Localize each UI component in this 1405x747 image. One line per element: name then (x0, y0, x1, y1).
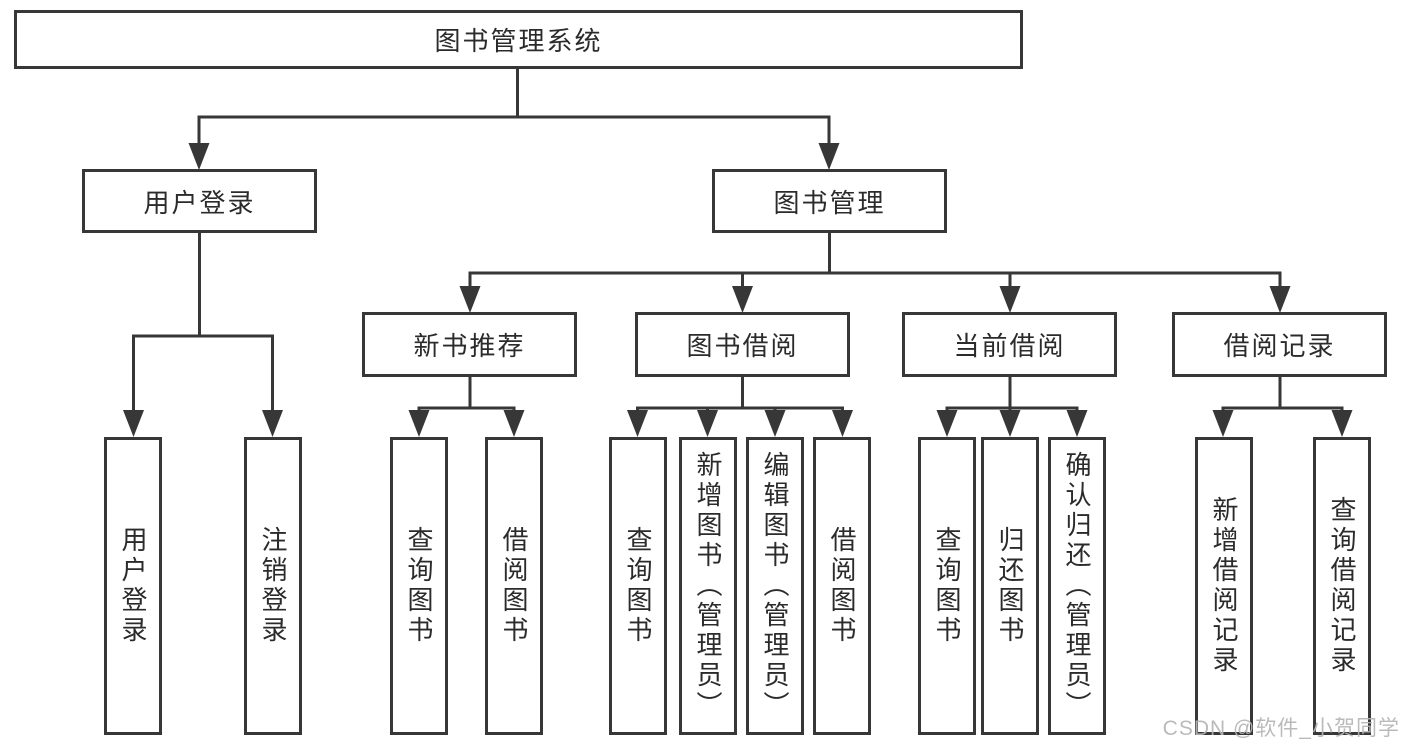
arrowhead (936, 410, 958, 437)
leaf-add-books-admin: 新增图书（管理员） (679, 437, 737, 735)
leaf-return-books: 归还图书 (981, 437, 1039, 735)
leaf-query-books-recommend: 查询图书 (390, 437, 448, 735)
node-user-login: 用户登录 (82, 169, 317, 233)
leaf-query-books-current: 查询图书 (918, 437, 976, 735)
arrowhead (1066, 410, 1088, 437)
arrowhead (764, 410, 786, 437)
leaf-borrow-books: 借阅图书 (813, 437, 871, 735)
arrowhead (832, 410, 853, 437)
arrowhead (408, 410, 430, 437)
leaf-edit-books-admin: 编辑图书（管理员） (746, 437, 804, 735)
node-borrow-records: 借阅记录 (1172, 312, 1387, 377)
connector-borrow-branch (636, 377, 844, 431)
arrowhead (732, 286, 753, 313)
arrowhead (999, 286, 1021, 313)
arrowhead (1212, 410, 1234, 437)
arrowhead (1269, 286, 1291, 313)
arrowhead (459, 286, 481, 313)
arrowhead (123, 410, 144, 437)
connector-root-to-level2 (197, 69, 831, 166)
arrowhead (188, 143, 210, 170)
leaf-query-books-borrow: 查询图书 (609, 437, 667, 735)
node-library-management-system: 图书管理系统 (14, 10, 1023, 69)
leaf-confirm-return-admin: 确认归还（管理员） (1048, 437, 1106, 735)
arrowhead (818, 143, 840, 170)
leaf-query-borrow-record: 查询借阅记录 (1313, 437, 1371, 735)
arrowhead (262, 410, 283, 437)
connector-records-branch (1221, 377, 1344, 431)
node-current-borrow: 当前借阅 (902, 312, 1117, 377)
leaf-add-borrow-record: 新增借阅记录 (1195, 437, 1253, 735)
leaf-borrow-books-recommend: 借阅图书 (485, 437, 543, 735)
node-book-borrow: 图书借阅 (635, 312, 850, 377)
csdn-watermark: CSDN @软件_小贺同学 (1162, 717, 1400, 740)
arrowhead (999, 410, 1021, 437)
node-new-book-recommend: 新书推荐 (362, 312, 577, 377)
connector-management-branch (468, 233, 1282, 307)
arrowhead (1331, 410, 1353, 437)
node-book-management: 图书管理 (712, 169, 947, 233)
arrowhead (697, 410, 718, 437)
arrowhead (503, 410, 525, 437)
connector-recommend-branch (417, 377, 516, 431)
leaf-logout: 注销登录 (244, 437, 302, 735)
arrowhead (627, 410, 648, 437)
leaf-user-login: 用户登录 (104, 437, 162, 735)
connector-login-branch (132, 233, 274, 431)
